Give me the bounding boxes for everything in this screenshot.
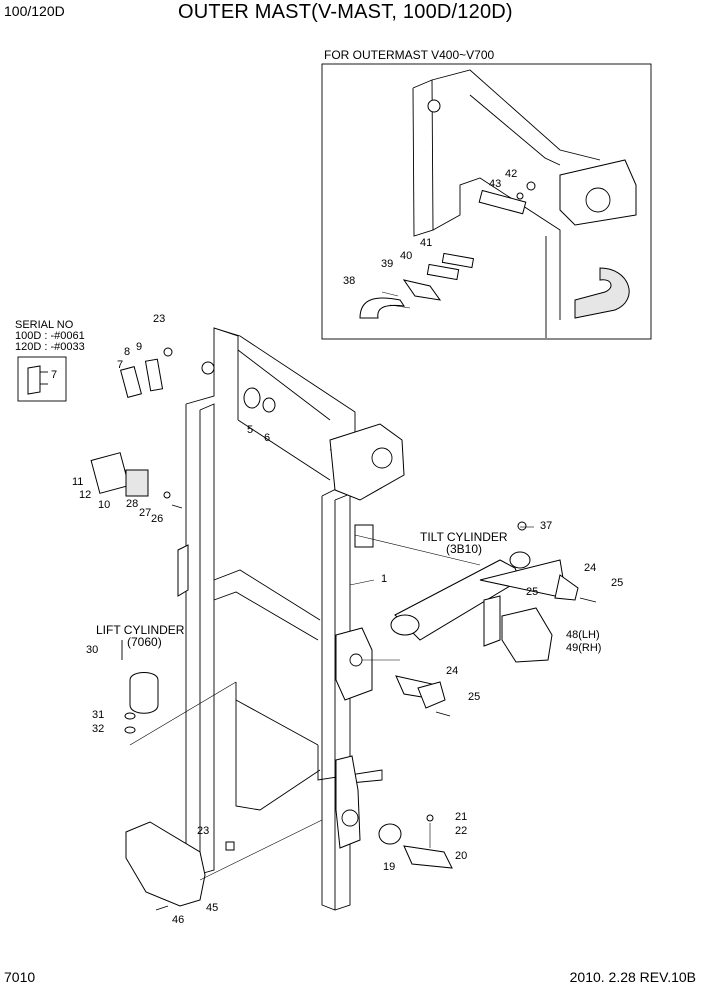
tilt-cylinder-code: (3B10) (446, 542, 483, 556)
callout-48-lh: 48(LH) (566, 629, 600, 641)
callout-9: 9 (136, 341, 143, 353)
callout-25-mid: 25 (526, 586, 539, 598)
lift-cylinder-code: (7060) (127, 635, 162, 649)
callout-5: 5 (247, 424, 254, 436)
callout-25-upper: 25 (611, 577, 624, 589)
callout-21: 21 (455, 811, 468, 823)
callout-31: 31 (92, 709, 105, 721)
tilt-cylinder-label: TILT CYLINDER (420, 530, 508, 544)
callout-37: 37 (540, 520, 553, 532)
serial-note: SERIAL NO 100D : -#0061 120D : -#0033 (15, 320, 85, 353)
callout-6: 6 (264, 432, 271, 444)
model-number: 100/120D (4, 3, 65, 19)
page-title: OUTER MAST(V-MAST, 100D/120D) (178, 1, 513, 23)
callout-12: 12 (79, 489, 92, 501)
inset-frame (321, 63, 652, 340)
callout-43: 43 (489, 178, 502, 190)
callout-25-lower: 25 (468, 691, 481, 703)
callout-1: 1 (381, 573, 388, 585)
callout-27: 27 (139, 507, 152, 519)
callout-23-top: 23 (153, 313, 166, 325)
serial-line-120d: 120D : -#0033 (15, 341, 85, 353)
outer-mast-drawing (90, 327, 597, 911)
callout-45: 45 (206, 902, 219, 914)
inset-caption: FOR OUTERMAST V400~V700 (324, 48, 495, 62)
callout-20: 20 (455, 850, 468, 862)
serial-title: SERIAL NO (15, 319, 74, 331)
serial-line-100d: 100D : -#0061 (15, 330, 85, 342)
lift-cylinder-label: LIFT CYLINDER (96, 623, 185, 637)
callout-26: 26 (151, 513, 164, 525)
inset-mast-drawing (359, 69, 637, 338)
callout-24-lower: 24 (446, 665, 459, 677)
callout-10: 10 (98, 499, 111, 511)
callout-11: 11 (72, 476, 84, 488)
callout-24-upper: 24 (584, 562, 597, 574)
callout-8: 8 (124, 346, 131, 358)
callout-39: 39 (381, 258, 394, 270)
callout-46: 46 (172, 914, 185, 926)
page-number: 7010 (4, 969, 36, 985)
callout-38: 38 (343, 275, 356, 287)
callout-22: 22 (455, 825, 468, 837)
revision-info: 2010. 2.28 REV.10B (569, 969, 696, 985)
callout-28: 28 (126, 498, 139, 510)
callout-23-bottom: 23 (197, 825, 210, 837)
callout-19: 19 (383, 861, 396, 873)
callout-30: 30 (86, 644, 99, 656)
callout-49-rh: 49(RH) (566, 642, 602, 654)
callout-7: 7 (51, 369, 58, 381)
serial-inset-frame (17, 356, 67, 402)
callout-41: 41 (420, 237, 433, 249)
callout-7b: 7 (117, 359, 124, 371)
callout-32: 32 (92, 723, 105, 735)
callout-42: 42 (505, 168, 518, 180)
callout-40: 40 (400, 250, 413, 262)
